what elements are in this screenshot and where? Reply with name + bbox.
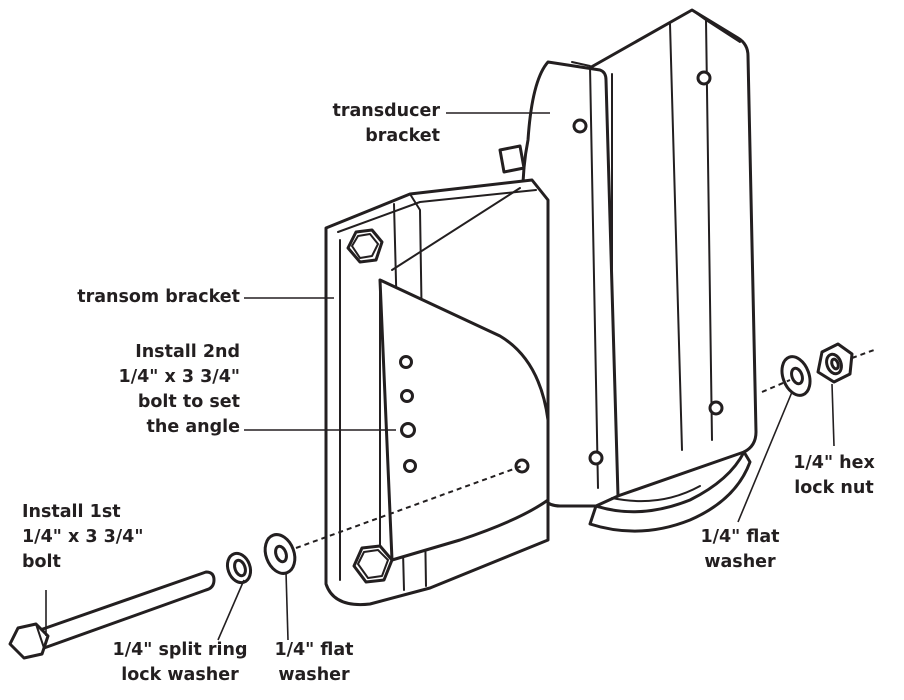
- leader-lines: [45, 112, 835, 641]
- left-flat-washer: [263, 533, 297, 575]
- long-bolt: [8, 570, 216, 660]
- label-flat-washer-right: 1/4" flat washer: [688, 525, 792, 575]
- label-install-2nd: Install 2nd 1/4" x 3 3/4" bolt to set th…: [80, 340, 240, 440]
- hex-lock-nut: [816, 342, 854, 384]
- label-line: the angle: [146, 417, 240, 437]
- label-install-1st: Install 1st 1/4" x 3 3/4" bolt: [22, 500, 172, 575]
- transom-bracket: [324, 178, 550, 607]
- label-line: washer: [278, 665, 350, 685]
- label-hex-lock-nut: 1/4" hex lock nut: [782, 451, 886, 501]
- right-flat-washer: [780, 355, 812, 397]
- label-line: 1/4" x 3 3/4": [118, 367, 240, 387]
- label-line: transom bracket: [77, 287, 240, 307]
- label-split-ring-lock-washer: 1/4" split ring lock washer: [105, 638, 255, 688]
- label-flat-washer-left: 1/4" flat washer: [262, 638, 366, 688]
- label-line: 1/4" hex: [793, 453, 875, 473]
- label-line: lock nut: [794, 478, 874, 498]
- label-line: lock washer: [121, 665, 239, 685]
- bottom-hex-bolt-head: [352, 544, 394, 584]
- label-line: Install 2nd: [135, 342, 240, 362]
- label-line: washer: [704, 552, 776, 572]
- label-line: 1/4" split ring: [112, 640, 248, 660]
- split-ring-lock-washer: [225, 551, 253, 585]
- label-line: 1/4" x 3 3/4": [22, 527, 144, 547]
- label-line: bolt: [22, 552, 61, 572]
- label-line: Install 1st: [22, 502, 121, 522]
- label-transducer-bracket: transducer bracket: [310, 99, 440, 149]
- top-hex-bolt-head: [346, 228, 384, 264]
- bolt-path-dashes: [295, 349, 875, 549]
- label-line: bolt to set: [137, 392, 240, 412]
- label-line: 1/4" flat: [274, 640, 354, 660]
- label-line: bracket: [365, 126, 440, 146]
- label-line: transducer: [332, 101, 440, 121]
- label-line: 1/4" flat: [700, 527, 780, 547]
- label-transom-bracket: transom bracket: [60, 285, 240, 310]
